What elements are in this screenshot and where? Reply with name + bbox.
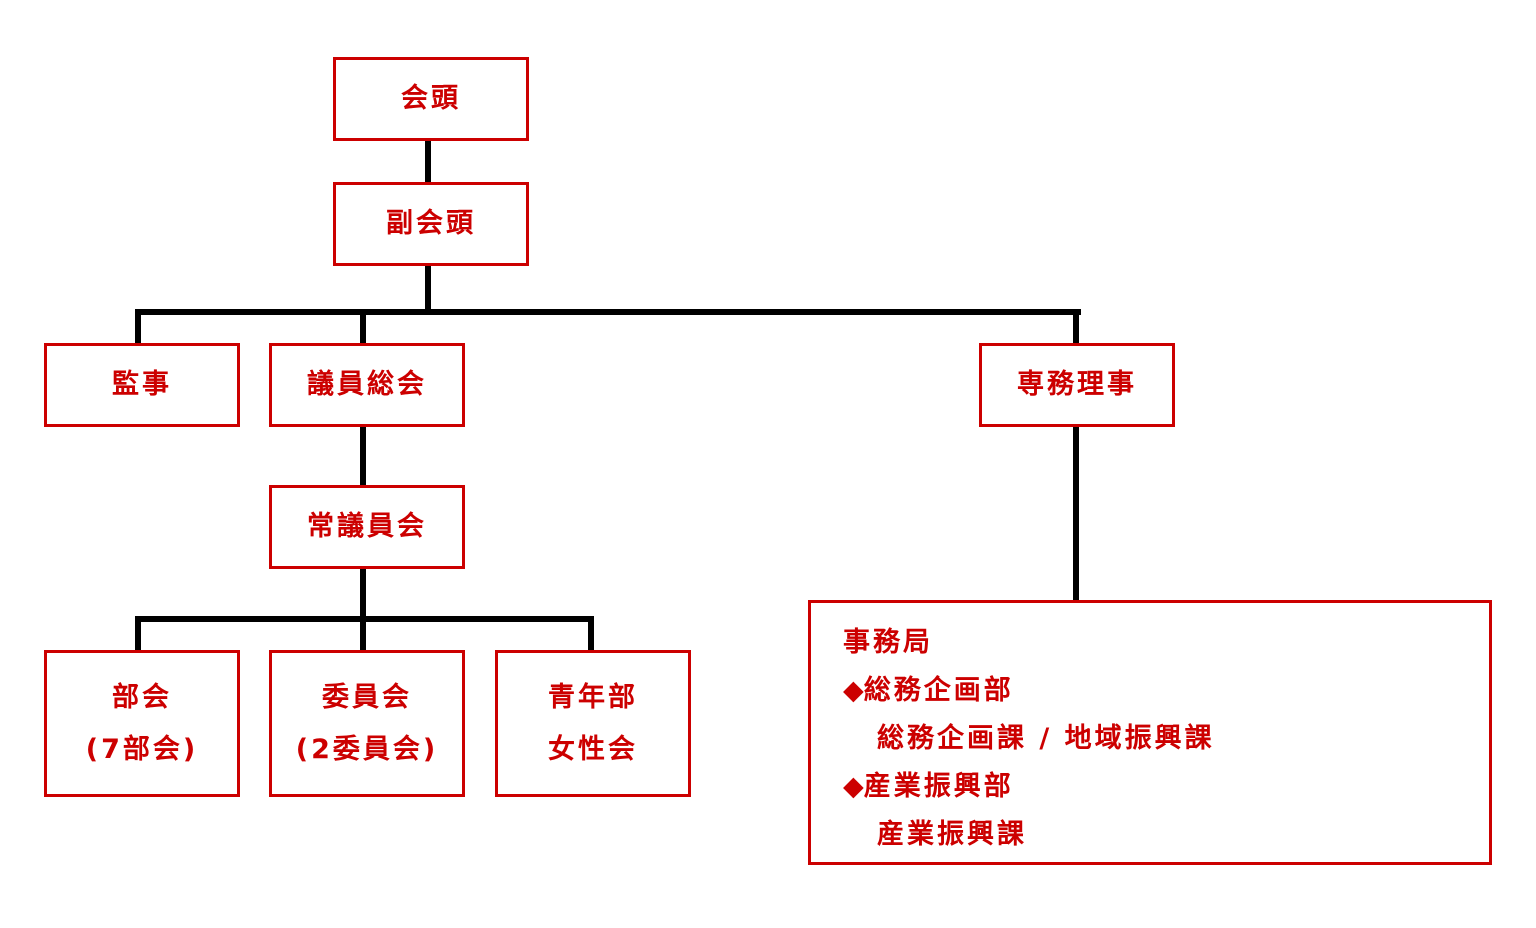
connector-top-horizontal bbox=[135, 309, 1081, 315]
connector-to-committees bbox=[360, 616, 366, 651]
sections-box: 部会 (7部会) bbox=[44, 650, 240, 797]
executive-director-label: 専務理事 bbox=[1017, 369, 1137, 400]
president-box: 会頭 bbox=[333, 57, 529, 141]
vice-president-box: 副会頭 bbox=[333, 182, 529, 266]
connector-to-assembly bbox=[360, 309, 366, 344]
youth-women-box: 青年部 女性会 bbox=[495, 650, 691, 797]
connector-standing-branch bbox=[360, 568, 366, 620]
diamond-bullet-icon: ◆ bbox=[843, 675, 864, 706]
department-general-affairs-label: 総務企画部 bbox=[863, 675, 1014, 706]
connector-to-sections bbox=[135, 616, 141, 651]
connector-to-auditor bbox=[135, 309, 141, 344]
executive-director-box: 専務理事 bbox=[979, 343, 1175, 427]
auditor-label: 監事 bbox=[112, 369, 172, 400]
president-label: 会頭 bbox=[401, 83, 461, 114]
sections-count: (7部会) bbox=[85, 733, 199, 765]
committees-label: 委員会 bbox=[322, 681, 412, 713]
connector-assembly-standing bbox=[360, 426, 366, 486]
department-general-affairs: ◆総務企画部 bbox=[843, 667, 1489, 715]
women-association-label: 女性会 bbox=[548, 733, 638, 765]
standing-committee-box: 常議員会 bbox=[269, 485, 465, 569]
sections-label: 部会 bbox=[112, 681, 172, 713]
secretariat-title: 事務局 bbox=[843, 627, 933, 658]
diamond-bullet-icon: ◆ bbox=[843, 771, 864, 802]
connector-executive-secretariat bbox=[1073, 426, 1079, 601]
standing-committee-label: 常議員会 bbox=[307, 511, 427, 542]
auditor-box: 監事 bbox=[44, 343, 240, 427]
committees-box: 委員会 (2委員会) bbox=[269, 650, 465, 797]
connector-to-youth-women bbox=[588, 616, 594, 651]
department-industry-promotion-label: 産業振興部 bbox=[863, 771, 1014, 802]
department-industry-promotion-sections: 産業振興課 bbox=[877, 819, 1027, 850]
general-assembly-label: 議員総会 bbox=[307, 369, 427, 400]
connector-vice-branch bbox=[425, 265, 431, 312]
general-assembly-box: 議員総会 bbox=[269, 343, 465, 427]
connector-to-executive bbox=[1073, 309, 1079, 344]
secretariat-box: 事務局 ◆総務企画部 総務企画課 / 地域振興課 ◆産業振興部 産業振興課 bbox=[808, 600, 1492, 865]
department-general-affairs-sections: 総務企画課 / 地域振興課 bbox=[877, 723, 1215, 754]
committees-count: (2委員会) bbox=[295, 733, 439, 765]
connector-president-vice bbox=[425, 140, 431, 183]
department-industry-promotion: ◆産業振興部 bbox=[843, 763, 1489, 811]
vice-president-label: 副会頭 bbox=[386, 208, 476, 239]
youth-division-label: 青年部 bbox=[548, 681, 638, 713]
